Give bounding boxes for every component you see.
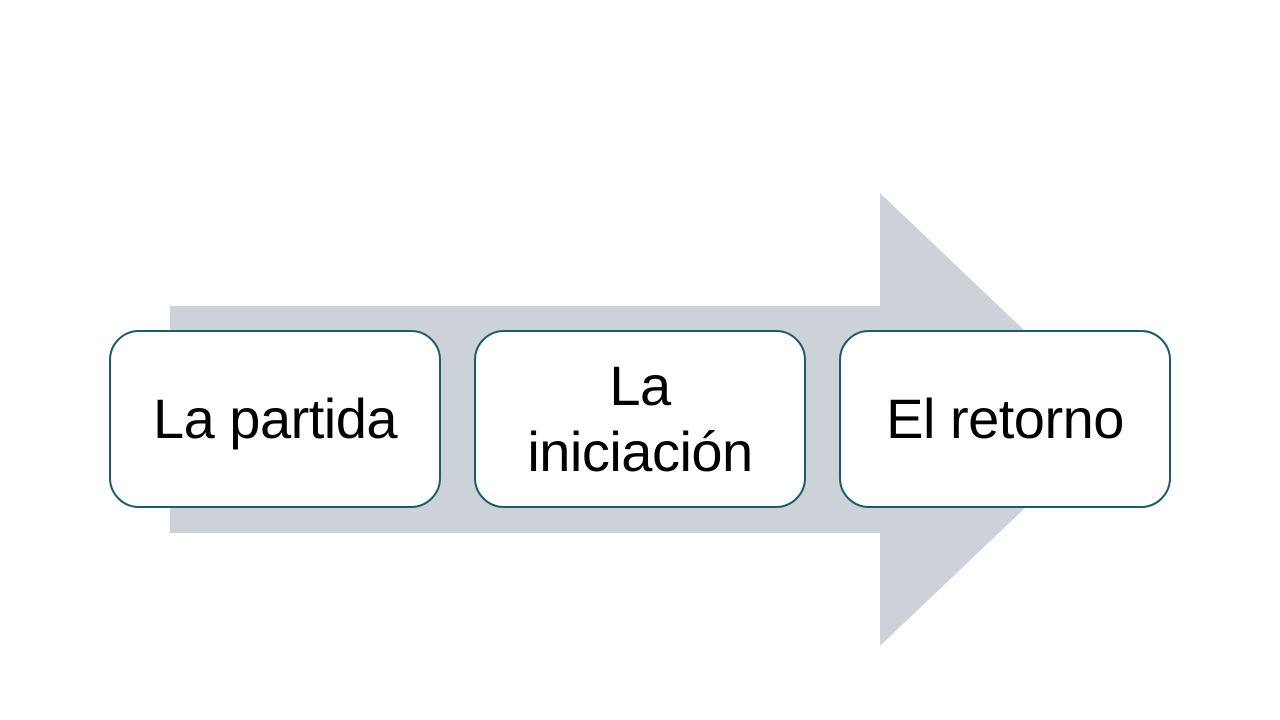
step-label-3: El retorno — [886, 386, 1124, 450]
process-step-box-2: La iniciación — [474, 330, 806, 508]
process-step-box-1: La partida — [109, 330, 441, 508]
step-label-1: La partida — [152, 386, 398, 450]
process-step-box-3: El retorno — [839, 330, 1171, 508]
step-label-2: La iniciación — [527, 353, 753, 483]
